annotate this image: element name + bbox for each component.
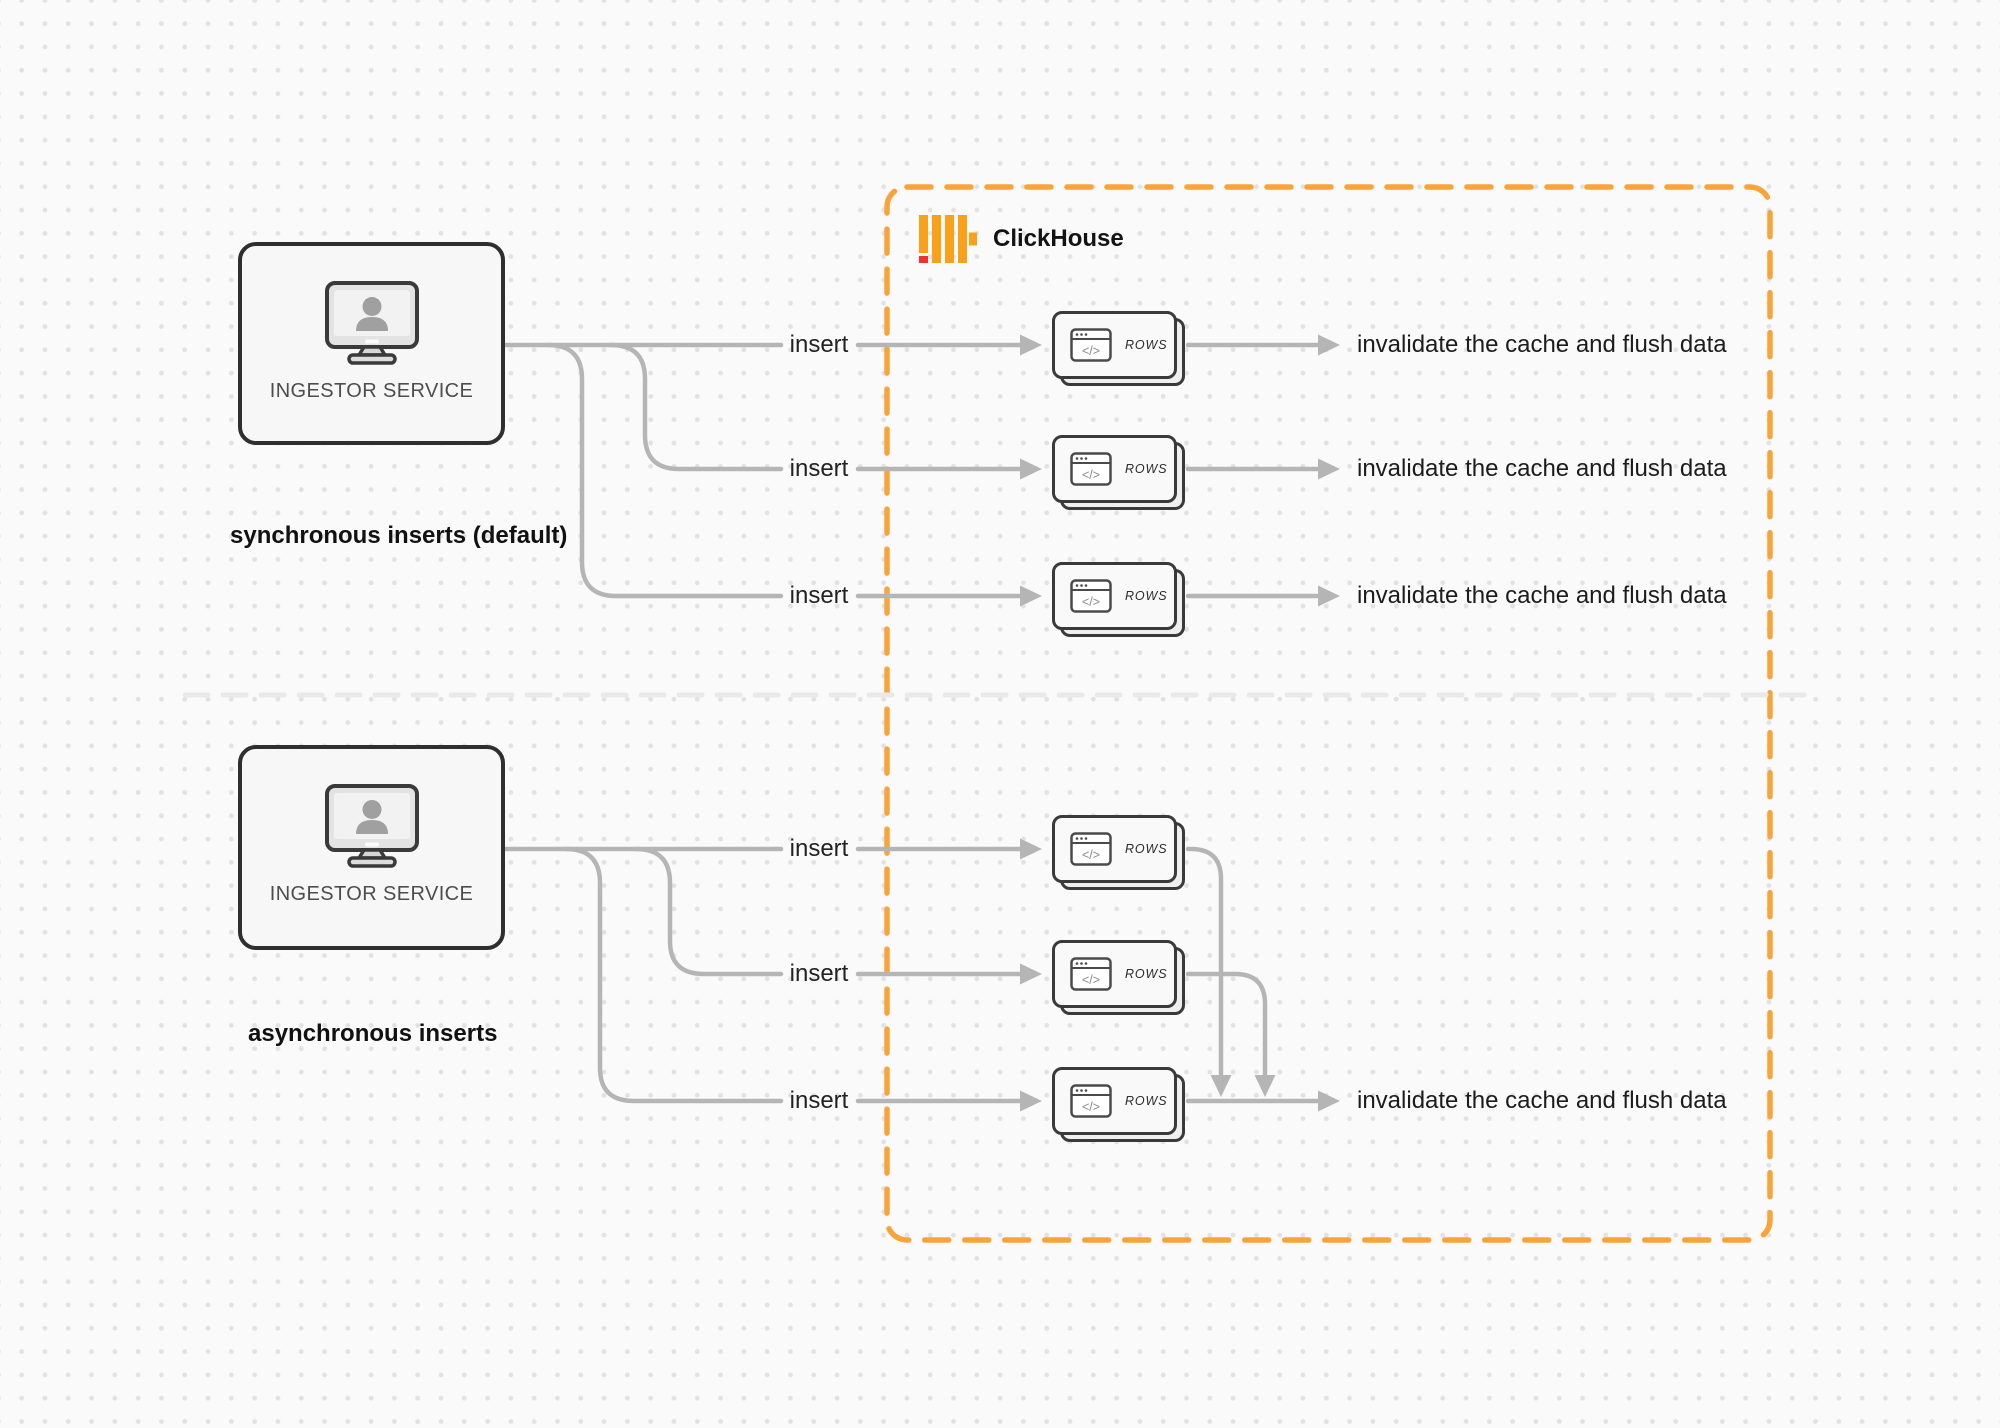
svg-text:</>: </> [1082,973,1100,987]
code-window-icon: </> [1070,832,1112,866]
insert-label: insert [789,835,849,862]
rows-table-card: </> ROWS [1052,311,1185,386]
card-front: </> ROWS [1052,311,1177,379]
insert-label: insert [789,1087,849,1114]
arrow-right-icon [1318,1090,1340,1112]
card-front: </> ROWS [1052,815,1177,883]
code-window-icon: </> [1070,1084,1112,1118]
card-front: </> ROWS [1052,562,1177,630]
code-window-icon: </> [1070,957,1112,991]
arrow-right-icon [1318,334,1340,356]
code-window-icon: </> [1070,328,1112,362]
rows-table-card: </> ROWS [1052,815,1185,890]
async-branch2-wire [633,846,784,977]
insert-label: insert [789,960,849,987]
svg-text:</>: </> [1082,1100,1100,1114]
rows-table-label: ROWS [1125,338,1168,352]
svg-text:</>: </> [1082,595,1100,609]
svg-text:</>: </> [1082,848,1100,862]
async-ingestor-box: INGESTOR SERVICE [238,745,505,950]
arrow-right-icon [1020,838,1042,860]
arrow-right-icon [1020,585,1042,607]
arrow-right-icon [1020,458,1042,480]
async-merge1-wire [1185,846,1224,1077]
sync-caption: synchronous inserts (default) [230,522,568,549]
sync-branch3-wire [545,342,784,599]
rows-table-label: ROWS [1125,589,1168,603]
arrow-right-icon [1020,334,1042,356]
result-label: invalidate the cache and flush data [1357,455,1727,482]
arrow-down-icon [1210,1075,1232,1097]
arrow-right-icon [1020,963,1042,985]
result-label: invalidate the cache and flush data [1357,1087,1727,1114]
insert-label: insert [789,582,849,609]
rows-table-label: ROWS [1125,1094,1168,1108]
rows-table-label: ROWS [1125,462,1168,476]
monitor-user-icon [324,281,419,365]
insert-label: insert [789,455,849,482]
sync-ingestor-label: INGESTOR SERVICE [269,380,474,402]
arrow-right-icon [1020,1090,1042,1112]
arrow-right-icon [1318,458,1340,480]
monitor-user-icon [324,784,419,868]
rows-table-card: </> ROWS [1052,1067,1185,1142]
result-label: invalidate the cache and flush data [1357,582,1727,609]
async-caption: asynchronous inserts [248,1020,498,1047]
clickhouse-label: ClickHouse [993,225,1124,252]
rows-table-label: ROWS [1125,967,1168,981]
svg-text:</>: </> [1082,468,1100,482]
card-front: </> ROWS [1052,940,1177,1008]
insert-label: insert [789,331,849,358]
code-window-icon: </> [1070,579,1112,613]
svg-text:</>: </> [1082,344,1100,358]
rows-table-card: </> ROWS [1052,435,1185,510]
async-branch3-wire [563,846,784,1104]
async-merge2-wire [1185,971,1268,1077]
result-label: invalidate the cache and flush data [1357,331,1727,358]
async-ingestor-label: INGESTOR SERVICE [269,883,474,905]
card-front: </> ROWS [1052,1067,1177,1135]
clickhouse-bars-logo [919,215,977,263]
code-window-icon: </> [1070,452,1112,486]
card-front: </> ROWS [1052,435,1177,503]
rows-table-card: </> ROWS [1052,940,1185,1015]
sync-ingestor-box: INGESTOR SERVICE [238,242,505,445]
arrow-down-icon [1254,1075,1276,1097]
clickhouse-container-frame [884,184,1773,1243]
clickhouse-header: ClickHouse [919,215,1124,263]
rows-table-label: ROWS [1125,842,1168,856]
arrow-right-icon [1318,585,1340,607]
rows-table-card: </> ROWS [1052,562,1185,637]
sync-branch2-wire [608,342,784,472]
